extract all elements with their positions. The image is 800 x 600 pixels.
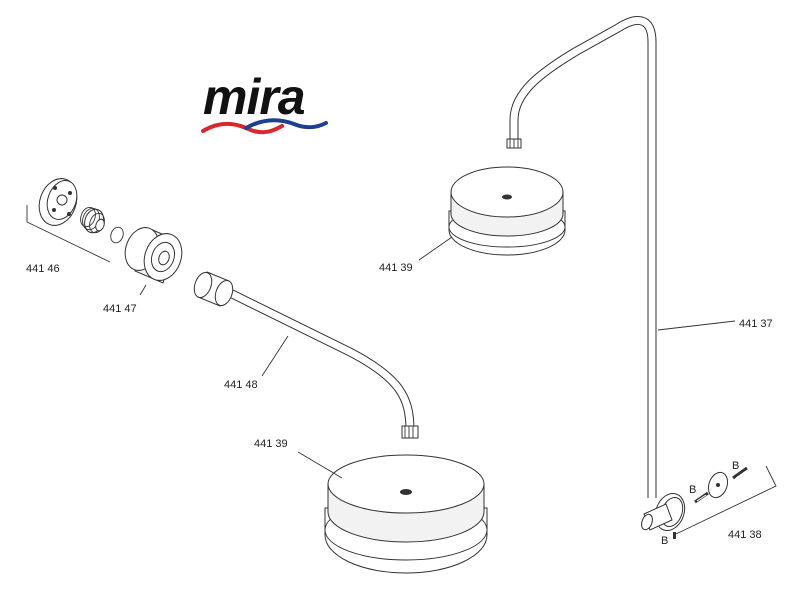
label-441-38: 441 38 (728, 529, 762, 541)
screw-upper (732, 466, 748, 480)
riser-tube-fill (510, 17, 656, 498)
part-441-37: 441 37 (506, 16, 773, 498)
mira-logo: mira (201, 69, 328, 135)
logo-wordmark: mira (203, 69, 305, 125)
threaded-olive (80, 206, 105, 234)
arm-tube-outline (218, 283, 415, 431)
label-441-37: 441 37 (739, 318, 773, 330)
arm-nut-front (214, 279, 234, 307)
riser-thread-tip (506, 138, 522, 149)
label-441-48: 441 48 (224, 379, 258, 391)
part-441-47: 441 47 (103, 227, 183, 315)
part-441-48: 441 48 (193, 271, 419, 439)
backplate-bore (56, 194, 68, 206)
screw-middle (694, 491, 709, 504)
leader-441-37 (657, 320, 736, 331)
part-441-38: B B B 441 38 (641, 460, 777, 547)
leader-441-47 (139, 284, 147, 296)
backplate-hole (52, 208, 56, 212)
head-bottom-face (327, 454, 485, 514)
arm-tube-fill (218, 284, 414, 431)
backplate-hole (67, 212, 71, 216)
backplate-hole (68, 191, 72, 195)
bracket-441-46 (26, 205, 111, 263)
head-top-face (450, 166, 564, 218)
label-441-46: 441 46 (26, 263, 60, 275)
screw-lower (673, 532, 676, 539)
label-441-47: 441 47 (103, 303, 137, 315)
head-top-inlet (502, 194, 512, 200)
backplate-hole (53, 186, 57, 190)
cover-disc-hole (716, 483, 720, 487)
logo-wave-red (201, 121, 284, 135)
label-screw-b-middle: B (689, 484, 696, 496)
leader-441-39-top (418, 236, 453, 261)
leader-441-39-bottom (297, 451, 343, 479)
label-441-39-bottom: 441 39 (254, 438, 288, 450)
riser-tube-outline (509, 16, 657, 498)
collar-bore (158, 250, 170, 266)
part-441-39-bottom: 441 39 (254, 438, 488, 574)
arm-thread-tip (401, 425, 419, 439)
arm-nut-back (193, 271, 213, 299)
bracket-441-38 (675, 465, 777, 535)
part-441-39-top: 441 39 (379, 166, 566, 274)
mount-stub-end (641, 513, 653, 531)
leader-441-48 (261, 335, 289, 377)
label-screw-b-lower: B (661, 535, 668, 547)
part-441-46: 441 46 (26, 178, 124, 275)
o-ring (110, 226, 124, 244)
label-441-39-top: 441 39 (379, 262, 413, 274)
label-screw-b-upper: B (732, 460, 739, 472)
logo-wave-blue (244, 118, 328, 130)
head-bottom-inlet (400, 489, 412, 495)
